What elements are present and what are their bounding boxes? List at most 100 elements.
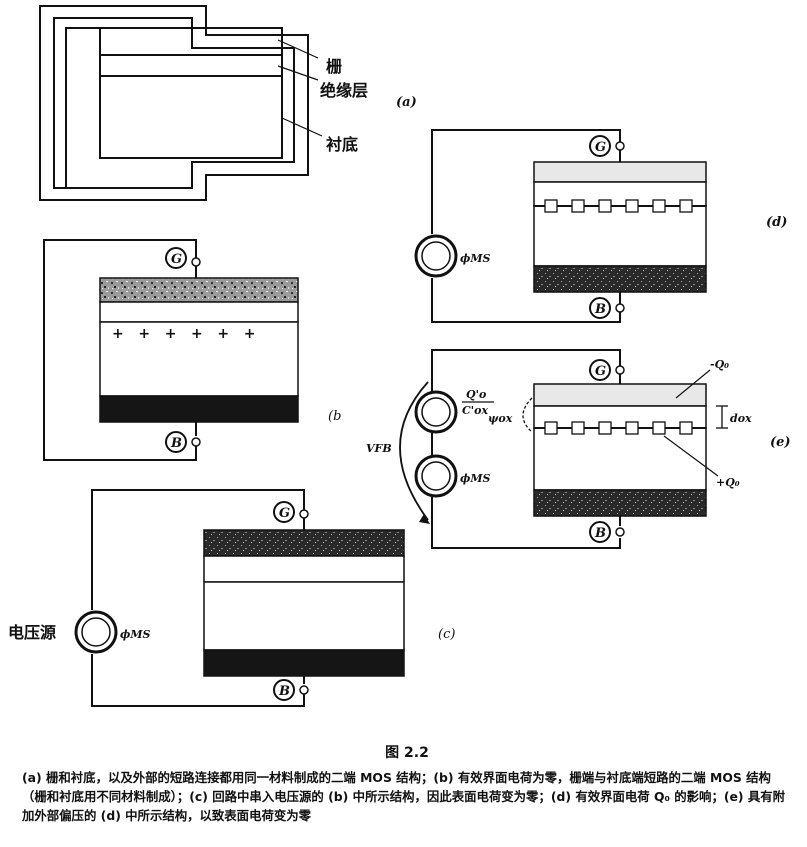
panel-c-gate-terminal-circle <box>273 501 295 523</box>
panel-b-substrate-node <box>191 437 201 447</box>
panel-a-outer-contour <box>39 5 309 201</box>
panel-c-substrate-node <box>299 685 309 695</box>
panel-c: 电压源 ϕMS G B (c) <box>8 489 455 707</box>
panel-d-gate-terminal-circle <box>589 135 611 157</box>
panel-c-tag: (c) <box>438 627 455 642</box>
panel-e-ms-source-inner-icon <box>421 461 451 491</box>
mos-figure: 栅 绝缘层 衬底 (a) + + + + + + G B (b 电 <box>8 5 791 707</box>
panel-e-gate-terminal-circle <box>589 359 611 381</box>
panel-e-substrate-terminal-label: B <box>594 526 606 541</box>
panel-d-interface-charge <box>571 199 585 213</box>
panel-b-charges: + + + + + + <box>112 326 256 342</box>
panel-d-phi-label: ϕMS <box>460 252 491 265</box>
panel-e-interface-charge <box>652 421 666 435</box>
panel-c-insulator-layer <box>203 555 405 583</box>
panel-e-bias-source-inner-icon <box>421 397 451 427</box>
panel-e-tag: (e) <box>770 435 791 450</box>
panel-e-psi-bracket <box>522 397 533 433</box>
panel-b-substrate-terminal-label: B <box>170 436 182 451</box>
panel-e-phi-label: ϕMS <box>460 472 491 485</box>
panel-e-interface-charges <box>544 421 693 435</box>
panel-d-substrate-contact <box>533 265 707 293</box>
panel-c-substrate-terminal-label: B <box>278 684 290 699</box>
figure-caption-block: 图 2.2 (a) 栅和衬底，以及外部的短路连接都用同一材料制成的二端 MOS … <box>22 742 792 825</box>
panel-a-substrate-leader <box>281 117 323 137</box>
panel-e-substrate-body <box>533 427 707 491</box>
panel-e-circuit-wire-bottom <box>431 496 621 549</box>
panel-b-gate-layer <box>99 277 299 303</box>
panel-d-interface-charges <box>544 199 693 213</box>
panel-e-vfb-arrowhead-icon <box>419 514 430 524</box>
panel-a-shorting-wire <box>65 27 100 188</box>
panel-c-circuit-wire-bottom <box>91 654 305 707</box>
panel-d-interface-charge <box>625 199 639 213</box>
panel-d-tag: (d) <box>766 215 787 230</box>
panel-e-minus-q-label: -Q₀ <box>710 358 729 371</box>
panel-b-gate-terminal-circle <box>165 247 187 269</box>
panel-c-substrate-contact <box>203 649 405 677</box>
panel-b-gate-terminal-label: G <box>171 252 182 267</box>
panel-e-minus-q-leader <box>675 369 711 399</box>
panel-e-gate-node <box>615 365 625 375</box>
panel-e: dox ψox -Q₀ +Q₀ Q'o C'ox ϕMS VFB G B (e) <box>366 349 791 549</box>
panel-e-circuit-wire-top <box>431 349 621 392</box>
panel-d-circuit-wire-bottom <box>431 278 621 323</box>
panel-d-interface-charge <box>652 199 666 213</box>
panel-a-label-gate: 栅 <box>326 57 342 76</box>
panel-a-gate-leader <box>277 39 319 59</box>
panel-c-phi-label: ϕMS <box>120 628 151 641</box>
panel-c-substrate-body <box>203 581 405 651</box>
panel-d-circuit-wire-top <box>431 129 621 234</box>
panel-b-insulator-layer <box>99 301 299 323</box>
panel-d-interface-charge <box>598 199 612 213</box>
panel-e-substrate-contact <box>533 489 707 517</box>
panel-c-circuit-wire-top <box>91 489 305 610</box>
panel-e-plus-q-label: +Q₀ <box>716 476 740 489</box>
panel-b-gate-node <box>191 257 201 267</box>
panel-a-inner-contour <box>53 17 295 189</box>
panel-e-plus-q-leader <box>663 435 719 477</box>
panel-e-vfb-label: VFB <box>366 442 392 455</box>
panel-c-substrate-terminal-circle <box>273 679 295 701</box>
panel-e-substrate-node <box>615 527 625 537</box>
panel-b-tag: (b <box>328 409 341 424</box>
panel-d-voltage-source-inner-icon <box>421 241 451 271</box>
panel-d-substrate-node <box>615 303 625 313</box>
panel-b: + + + + + + G B (b <box>43 239 341 461</box>
panel-e-source-numerator: Q'o <box>466 388 486 401</box>
panel-a-mos-stack <box>99 27 283 159</box>
panel-a: 栅 绝缘层 衬底 (a) <box>39 5 417 201</box>
panel-c-voltage-source-inner-icon <box>81 617 111 647</box>
panel-c-gate-layer <box>203 529 405 557</box>
panel-d-gate-layer <box>533 161 707 183</box>
panel-c-gate-terminal-label: G <box>279 506 290 521</box>
panel-d-insulator-layer <box>533 181 707 207</box>
panel-d-gate-terminal-label: G <box>595 140 606 155</box>
panel-b-substrate-terminal-circle <box>165 431 187 453</box>
panel-e-gate-terminal-label: G <box>595 364 606 379</box>
panel-e-interface-charge <box>598 421 612 435</box>
panel-a-tag: (a) <box>396 95 417 110</box>
panel-d-interface-charge <box>544 199 558 213</box>
panel-d: ϕMS G B (d) <box>414 129 787 323</box>
panel-b-substrate-contact <box>99 395 299 423</box>
panel-b-substrate-body <box>99 321 299 397</box>
panel-d-substrate-terminal-circle <box>589 297 611 319</box>
panel-b-circuit-wire <box>43 239 197 461</box>
panel-d-interface-charge <box>679 199 693 213</box>
panel-e-interface-charge <box>571 421 585 435</box>
panel-d-gate-node <box>615 141 625 151</box>
panel-e-source-denominator: C'ox <box>462 404 488 417</box>
panel-a-label-insulator: 绝缘层 <box>320 81 368 100</box>
panel-a-insulator-leader <box>277 65 319 81</box>
figure-number: 图 2.2 <box>385 745 429 761</box>
figure-caption: (a) 栅和衬底，以及外部的短路连接都用同一材料制成的二端 MOS 结构；(b)… <box>22 770 786 823</box>
panel-d-substrate-terminal-label: B <box>594 302 606 317</box>
panel-e-vfb-arc <box>399 381 429 521</box>
panel-e-interface-charge <box>625 421 639 435</box>
panel-e-interface-charge <box>544 421 558 435</box>
panel-e-substrate-terminal-circle <box>589 521 611 543</box>
panel-d-substrate-body <box>533 205 707 267</box>
panel-c-source-label: 电压源 <box>8 623 56 642</box>
panel-e-interface-charge <box>679 421 693 435</box>
